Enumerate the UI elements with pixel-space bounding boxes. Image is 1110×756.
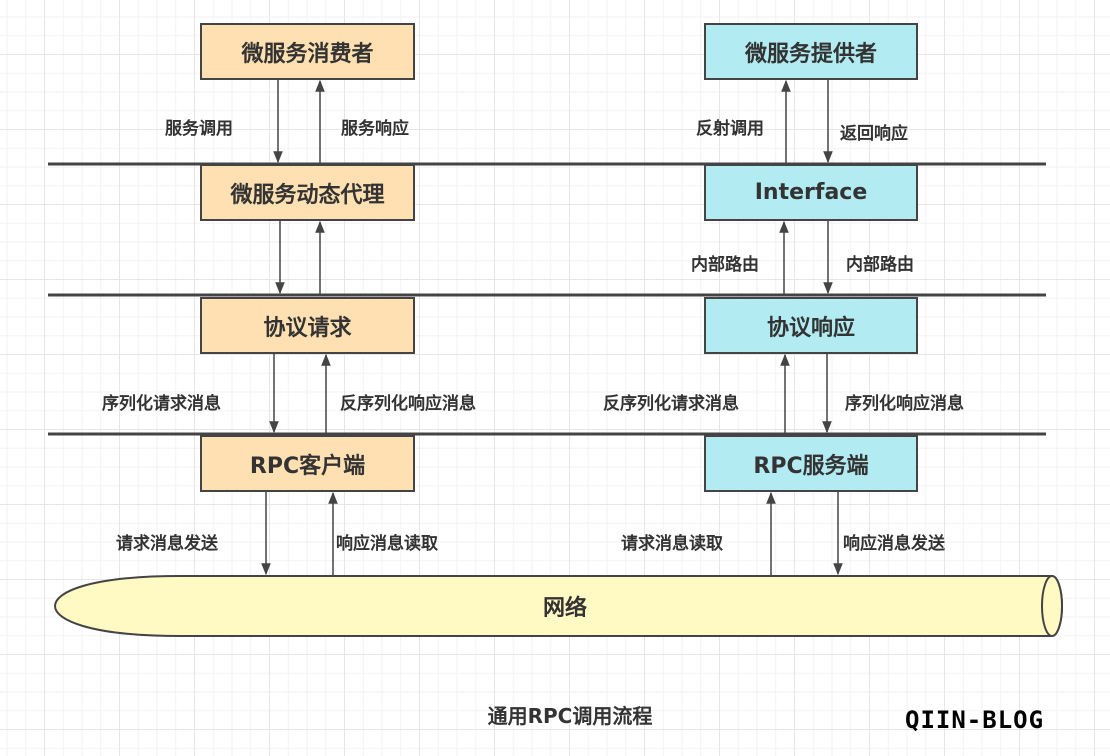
label-read-request: 请求消息读取 — [621, 534, 723, 554]
label-read-response: 响应消息读取 — [336, 534, 438, 554]
label-return-response: 返回响应 — [840, 124, 908, 144]
box-microservice-consumer: 微服务消费者 — [200, 23, 415, 80]
box-microservice-provider: 微服务提供者 — [704, 23, 918, 80]
box-interface: Interface — [704, 164, 918, 221]
label-serialize-request: 序列化请求消息 — [102, 394, 221, 414]
label-send-response: 响应消息发送 — [843, 534, 945, 554]
label-service-response: 服务响应 — [341, 119, 409, 139]
network-cylinder — [53, 575, 1063, 637]
label-reflect-call: 反射调用 — [696, 119, 764, 139]
label-serialize-response: 序列化响应消息 — [845, 394, 964, 414]
label-send-request: 请求消息发送 — [116, 534, 218, 554]
watermark: QIIN-BLOG — [905, 706, 1045, 734]
label-service-call: 服务调用 — [165, 119, 233, 139]
network-label: 网络 — [542, 596, 587, 621]
box-dynamic-proxy: 微服务动态代理 — [200, 164, 415, 221]
label-deserialize-response: 反序列化响应消息 — [340, 394, 476, 414]
label-internal-route-down: 内部路由 — [846, 255, 914, 275]
box-rpc-client: RPC客户端 — [200, 435, 415, 492]
label-internal-route-up: 内部路由 — [691, 255, 759, 275]
diagram-caption: 通用RPC调用流程 — [487, 704, 653, 728]
box-protocol-response: 协议响应 — [704, 297, 918, 354]
label-deserialize-request: 反序列化请求消息 — [603, 394, 739, 414]
box-rpc-server: RPC服务端 — [704, 435, 918, 492]
box-protocol-request: 协议请求 — [200, 297, 415, 354]
